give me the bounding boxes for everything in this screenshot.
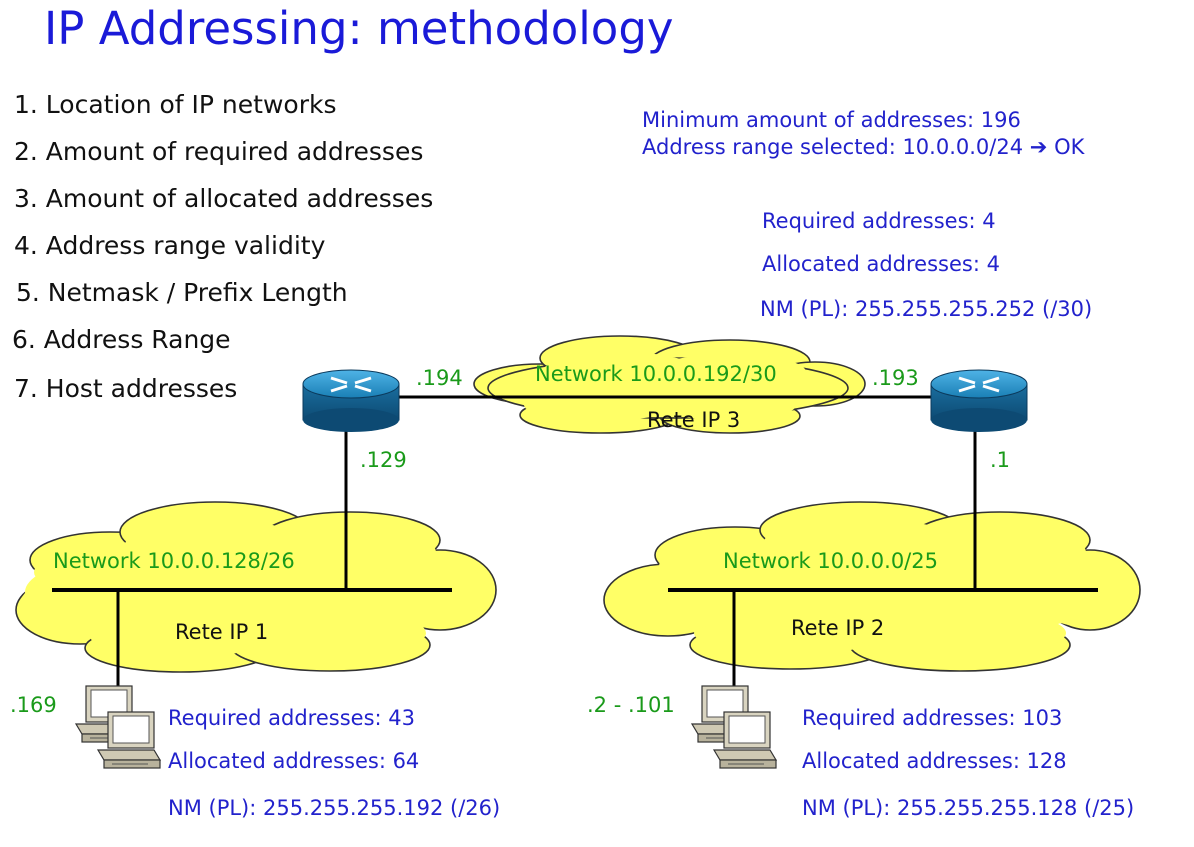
net1-host-address-label: .169: [10, 693, 57, 717]
net1-netmask: NM (PL): 255.255.255.192 (/26): [168, 796, 501, 820]
net1-network-label: Network 10.0.0.128/26: [53, 549, 295, 573]
net3-allocated: Allocated addresses: 4: [762, 252, 1000, 276]
router-icon: [930, 369, 1028, 432]
net1-allocated: Allocated addresses: 64: [168, 749, 420, 773]
net2-allocated: Allocated addresses: 128: [802, 749, 1067, 773]
arrow-right-icon: ➔: [1029, 135, 1048, 159]
router-left-interface-label: .194: [416, 366, 463, 390]
step-item: 7. Host addresses: [14, 374, 238, 403]
net2-netmask: NM (PL): 255.255.255.128 (/25): [802, 796, 1135, 820]
summary-ok: OK: [1054, 135, 1085, 159]
net1-required: Required addresses: 43: [168, 706, 415, 730]
net2-required: Required addresses: 103: [802, 706, 1063, 730]
net3-name-label: Rete IP 3: [647, 408, 741, 432]
summary-range: Address range selected: 10.0.0.0/24 ➔ OK: [642, 135, 1084, 159]
net3-network-label: Network 10.0.0.192/30: [535, 362, 777, 386]
net3-netmask: NM (PL): 255.255.255.252 (/30): [760, 297, 1093, 321]
summary-range-text: Address range selected: 10.0.0.0/24: [642, 135, 1024, 159]
pc-icon: [75, 685, 161, 769]
step-item: 1. Location of IP networks: [14, 90, 337, 119]
net1-router-interface-label: .129: [360, 448, 407, 472]
page-title: IP Addressing: methodology: [44, 2, 674, 55]
net1-name-label: Rete IP 1: [175, 620, 269, 644]
net3-required: Required addresses: 4: [762, 209, 996, 233]
net2-network-label: Network 10.0.0.0/25: [723, 549, 938, 573]
step-item: 4. Address range validity: [14, 231, 326, 260]
net2-name-label: Rete IP 2: [791, 616, 885, 640]
step-item: 3. Amount of allocated addresses: [14, 184, 434, 213]
step-item: 5. Netmask / Prefix Length: [16, 278, 348, 307]
summary-min-addresses: Minimum amount of addresses: 196: [642, 108, 1021, 132]
step-item: 6. Address Range: [12, 325, 231, 354]
router-right-interface-label: .193: [872, 366, 919, 390]
pc-icon: [691, 685, 777, 769]
net2-router-interface-label: .1: [990, 448, 1011, 472]
router-icon: [302, 369, 400, 432]
step-item: 2. Amount of required addresses: [14, 137, 424, 166]
net2-host-address-label: .2 - .101: [587, 693, 675, 717]
